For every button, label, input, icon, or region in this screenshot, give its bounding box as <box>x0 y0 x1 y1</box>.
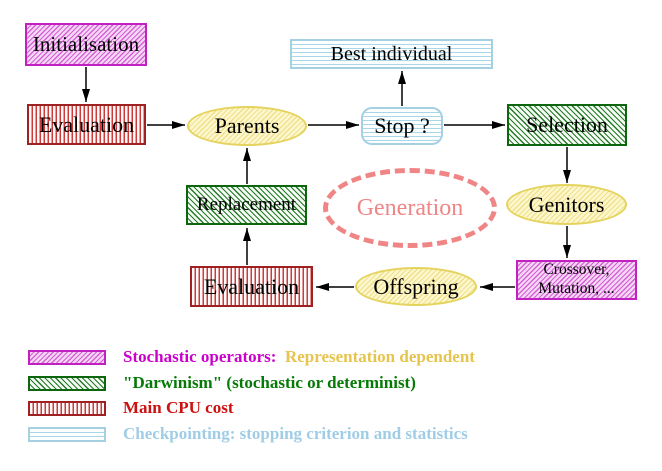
node-evaluation-bottom-label: Evaluation <box>203 273 300 299</box>
legend-text-checkpointing: Checkpointing: stopping criterion and st… <box>123 424 468 443</box>
node-replacement-label: Replacement <box>196 194 297 216</box>
legend-row-darwinism: "Darwinism" (stochastic or determinist) <box>28 373 416 393</box>
legend-row-cpu-cost: Main CPU cost <box>28 398 233 418</box>
legend-text-stochastic: Stochastic operators: Representation dep… <box>123 347 475 367</box>
node-offspring-label: Offspring <box>373 273 459 299</box>
node-replacement: Replacement <box>186 185 307 225</box>
node-parents-label: Parents <box>214 113 280 139</box>
legend-row-checkpointing: Checkpointing: stopping criterion and st… <box>28 424 468 444</box>
legend-stochastic-part2: Representation dependent <box>284 347 475 366</box>
generation-cycle-ellipse: Generation <box>323 168 497 248</box>
generation-label: Generation <box>356 194 464 221</box>
legend-text-darwinism: "Darwinism" (stochastic or determinist) <box>123 373 416 392</box>
node-selection: Selection <box>507 104 627 146</box>
legend-swatch-checkpointing <box>28 426 106 442</box>
node-evaluation-top: Evaluation <box>27 104 146 145</box>
legend-swatch-cpu-cost <box>28 400 106 416</box>
node-stop-label: Stop ? <box>374 113 430 139</box>
node-offspring: Offspring <box>355 267 477 306</box>
node-best-individual: Best individual <box>290 39 493 69</box>
legend-swatch-stochastic <box>28 349 106 365</box>
node-crossover-line1: Crossover, <box>543 261 610 279</box>
legend-swatch-darwinism <box>28 375 106 391</box>
node-crossover-mutation: Crossover, Mutation, ... <box>516 260 637 300</box>
node-initialisation-label: Initialisation <box>32 32 140 57</box>
legend-spacer <box>276 347 285 366</box>
legend-stochastic-part1: Stochastic operators: <box>123 347 277 366</box>
node-crossover-line2: Mutation, ... <box>538 280 615 297</box>
node-genitors: Genitors <box>506 184 627 225</box>
node-evaluation-bottom: Evaluation <box>190 266 313 307</box>
node-evaluation-top-label: Evaluation <box>38 111 135 137</box>
node-stop: Stop ? <box>361 107 443 145</box>
legend-text-cpu-cost: Main CPU cost <box>123 398 234 417</box>
node-genitors-label: Genitors <box>528 191 605 217</box>
node-initialisation: Initialisation <box>25 23 147 66</box>
node-best-individual-label: Best individual <box>330 42 453 65</box>
node-selection-label: Selection <box>526 112 608 138</box>
node-parents: Parents <box>187 106 307 146</box>
legend-row-stochastic: Stochastic operators: Representation dep… <box>28 347 475 367</box>
